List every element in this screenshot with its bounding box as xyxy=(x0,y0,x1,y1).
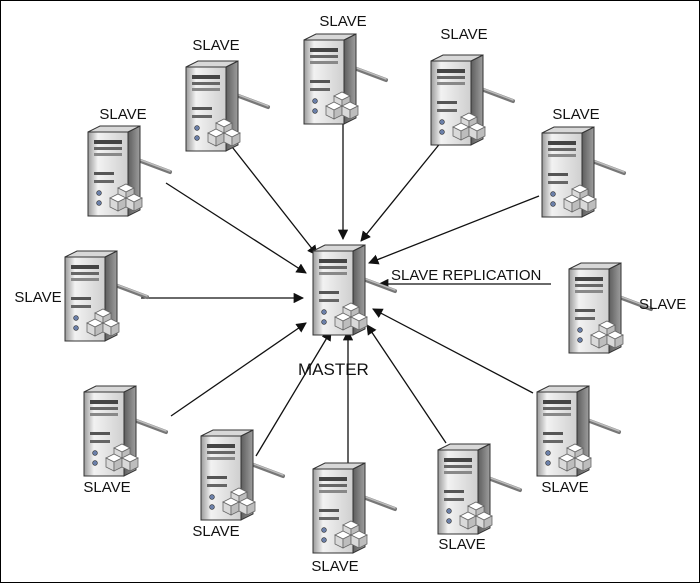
slave-7-server xyxy=(535,384,621,478)
slave-9-server xyxy=(311,461,397,555)
server-tower-icon xyxy=(82,384,168,478)
server-tower-icon xyxy=(184,59,270,153)
master-label: MASTER xyxy=(298,360,369,379)
replication-arrow-slave-11 xyxy=(170,322,307,417)
server-tower-icon xyxy=(436,442,522,536)
slave-2-server xyxy=(184,59,270,153)
slave-9-label: SLAVE xyxy=(311,558,358,575)
slave-4-server xyxy=(429,53,515,147)
slave-6-label: SLAVE xyxy=(639,296,686,313)
slave-11-label: SLAVE xyxy=(83,479,130,496)
replication-arrow-slave-4 xyxy=(360,135,447,242)
slave-8-label: SLAVE xyxy=(438,536,485,553)
slave-5-label: SLAVE xyxy=(552,106,599,123)
server-tower-icon xyxy=(540,125,626,219)
slave-3-label: SLAVE xyxy=(319,13,366,30)
replication-arrow-slave-8 xyxy=(366,324,447,444)
slave-replication-label: SLAVE REPLICATION xyxy=(391,267,541,284)
slave-1-server xyxy=(86,124,172,218)
replication-arrow-slave-2 xyxy=(228,142,318,256)
slave-3-server xyxy=(302,32,388,126)
server-tower-icon xyxy=(86,124,172,218)
replication-arrow-slave-1 xyxy=(165,182,307,274)
server-tower-icon xyxy=(63,249,149,343)
server-tower-icon xyxy=(311,461,397,555)
slave-12-label: SLAVE xyxy=(14,289,61,306)
server-tower-icon xyxy=(429,53,515,147)
replication-arrow-slave-5 xyxy=(368,195,540,265)
slave-10-label: SLAVE xyxy=(192,523,239,540)
slave-11-server xyxy=(82,384,168,478)
server-nodes: SLAVE SLAVE SLAVE SLAVE SLAVE SLAVE SLAVE SLAVE… xyxy=(14,13,686,575)
server-tower-icon xyxy=(311,243,397,337)
connection-lines xyxy=(141,116,551,463)
server-tower-icon xyxy=(535,384,621,478)
slave-7-label: SLAVE xyxy=(541,479,588,496)
replication-arrow-slave-7 xyxy=(372,308,534,394)
slave-4-label: SLAVE xyxy=(440,26,487,43)
replication-arrow-slave-10 xyxy=(255,330,332,457)
slave-12-server xyxy=(63,249,149,343)
server-tower-icon xyxy=(199,428,285,522)
slave-5-server xyxy=(540,125,626,219)
slave-8-server xyxy=(436,442,522,536)
server-tower-icon xyxy=(302,32,388,126)
slave-10-server xyxy=(199,428,285,522)
slave-2-label: SLAVE xyxy=(192,37,239,54)
slave-1-label: SLAVE xyxy=(99,106,146,123)
master-server xyxy=(311,243,397,337)
